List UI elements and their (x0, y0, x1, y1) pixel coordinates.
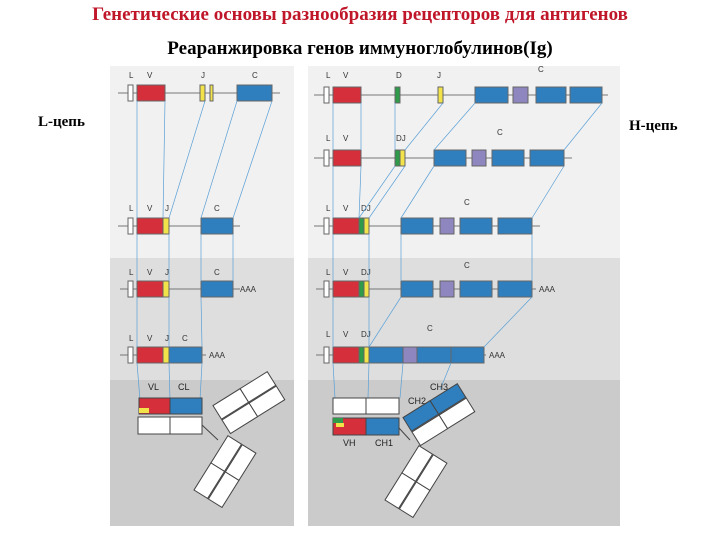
seg-label: J (165, 334, 169, 343)
seg-label: L (129, 334, 134, 343)
polya-label: AAA (539, 285, 556, 294)
seg-label: C (182, 334, 188, 343)
light-connectors (136, 100, 273, 401)
l-chain-label: L-цепь (38, 114, 85, 130)
seg-label: L (326, 71, 331, 80)
polya-label: AAA (489, 351, 506, 360)
seg-label: V (343, 330, 349, 339)
seg-label: DJ (361, 268, 371, 277)
light-germline-row: L V J C (118, 71, 280, 102)
domain-label: CL (178, 382, 190, 392)
seg-label: V (343, 134, 349, 143)
slide-subtitle: Реаранжировка генов иммуноглобулинов(Ig) (167, 38, 553, 59)
light-mrna-row: L V J C AAA (120, 334, 226, 364)
light-antibody-protein: VL CL (137, 370, 286, 509)
seg-label: C (497, 128, 503, 137)
seg-label: L (326, 330, 331, 339)
heavy-germline-row: L V D J C (314, 65, 608, 104)
seg-label: V (343, 71, 349, 80)
seg-label: DJ (396, 134, 406, 143)
seg-label: L (129, 268, 134, 277)
seg-label: V (147, 334, 153, 343)
domain-label: CH3 (430, 382, 448, 392)
slide-title: Генетические основы разнообразия рецепто… (92, 4, 628, 25)
heavy-antibody-protein: VH CH1 CH2 CH3 (332, 382, 476, 519)
seg-label: L (326, 134, 331, 143)
heavy-connectors (332, 102, 603, 399)
domain-label: CH1 (375, 438, 393, 448)
seg-label: C (252, 71, 258, 80)
seg-label: V (147, 71, 153, 80)
seg-label: V (343, 204, 349, 213)
seg-label: L (129, 71, 134, 80)
seg-label: V (147, 204, 153, 213)
seg-label: J (437, 71, 441, 80)
seg-label: V (147, 268, 153, 277)
heavy-primary-rna-row: L V DJ C AAA (316, 261, 556, 298)
domain-label: CH2 (408, 396, 426, 406)
seg-label: C (427, 324, 433, 333)
domain-label: VL (148, 382, 159, 392)
seg-label: C (214, 204, 220, 213)
heavy-mrna-row: L V DJ C AAA (316, 324, 506, 364)
heavy-dj-joined-row: L V DJ C (314, 128, 572, 167)
seg-label: L (326, 268, 331, 277)
seg-label: C (214, 268, 220, 277)
seg-label: L (129, 204, 134, 213)
seg-label: J (165, 268, 169, 277)
light-vj-joined-row: L V J C (118, 204, 240, 235)
seg-label: L (326, 204, 331, 213)
seg-label: C (538, 65, 544, 74)
light-primary-rna-row: L V J C AAA (120, 268, 257, 298)
seg-label: DJ (361, 330, 371, 339)
h-chain-label: H-цепь (629, 118, 678, 134)
seg-label: V (343, 268, 349, 277)
seg-label: J (201, 71, 205, 80)
domain-label: VH (343, 438, 356, 448)
polya-label: AAA (209, 351, 226, 360)
heavy-vdj-joined-row: L V DJ C (314, 198, 540, 235)
seg-label: D (396, 71, 402, 80)
seg-label: J (165, 204, 169, 213)
seg-label: C (464, 261, 470, 270)
polya-label: AAA (240, 285, 257, 294)
seg-label: C (464, 198, 470, 207)
